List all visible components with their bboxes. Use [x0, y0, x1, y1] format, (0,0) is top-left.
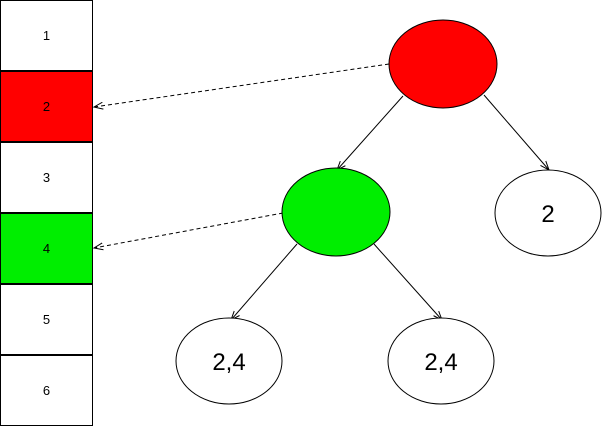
edge-root-to-right-leaf	[483, 94, 549, 170]
right-leaf-label: 2	[541, 201, 554, 228]
tree-node-left-leaf-b	[387, 317, 495, 405]
left-leaf-a-label: 2,4	[212, 349, 245, 376]
tree-node-root	[388, 19, 498, 109]
edge-inner-to-left-leaf-b	[373, 243, 442, 320]
array-cell-3: 3	[0, 142, 93, 213]
array-cell-6: 6	[0, 355, 93, 426]
tree-node-inner	[281, 167, 391, 257]
array-cell-4: 4	[0, 213, 93, 284]
array-cell-5: 5	[0, 284, 93, 355]
tree-node-right-leaf	[494, 169, 602, 257]
left-leaf-b-label: 2,4	[424, 349, 457, 376]
pointer-inner-to-cell-4	[94, 212, 284, 248]
edge-inner-to-left-leaf-a	[231, 243, 298, 320]
array-cell-1: 1	[0, 0, 93, 71]
array-cell-2: 2	[0, 71, 93, 142]
pointer-root-to-cell-2	[94, 63, 390, 107]
tree-node-left-leaf-a	[175, 317, 283, 405]
edge-root-to-inner	[337, 95, 404, 170]
